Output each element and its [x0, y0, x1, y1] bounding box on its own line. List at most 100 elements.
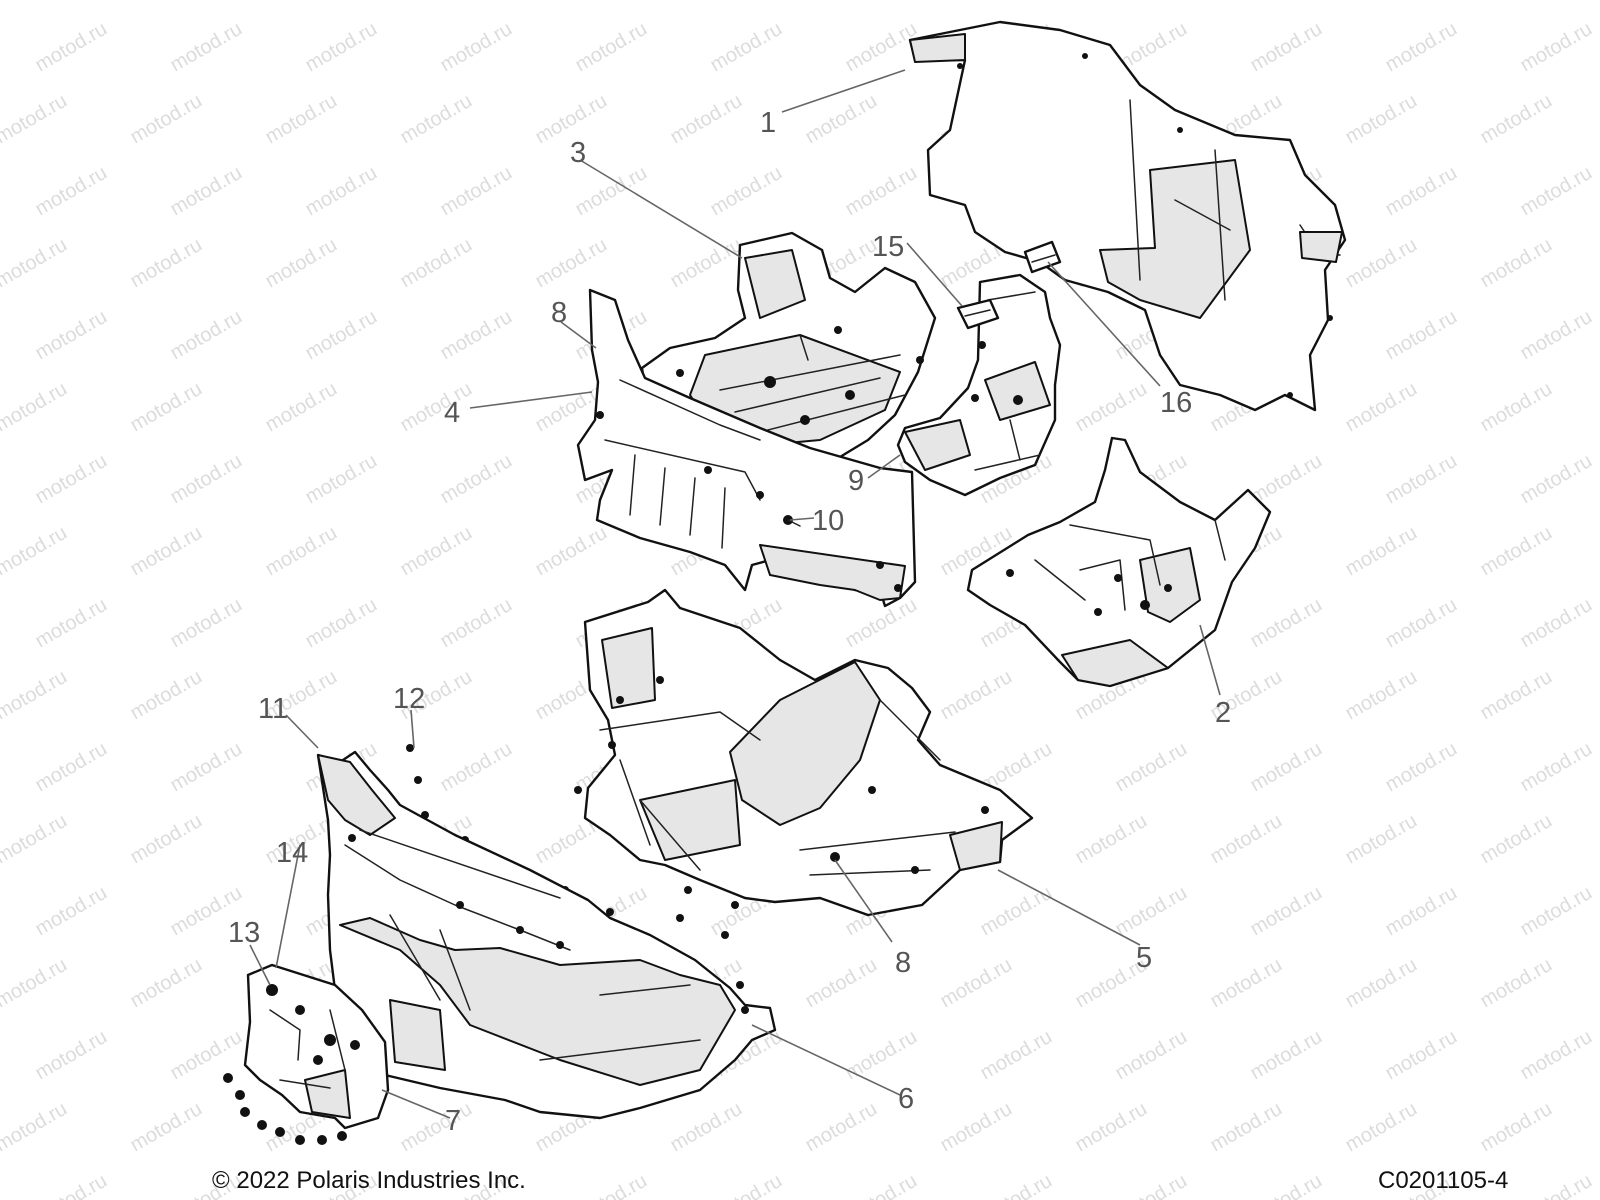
watermark-text: motod.ru [302, 306, 381, 365]
watermark-text: motod.ru [1247, 594, 1326, 653]
watermark-text: motod.ru [842, 1170, 921, 1200]
watermark-text: motod.ru [32, 882, 111, 941]
callout-12: 12 [393, 683, 425, 715]
watermark-text: motod.ru [707, 162, 786, 221]
watermark-text: motod.ru [1477, 954, 1556, 1013]
watermark-text: motod.ru [32, 1170, 111, 1200]
watermark-text: motod.ru [1342, 90, 1421, 149]
callout-11: 11 [258, 693, 288, 725]
watermark-text: motod.ru [842, 594, 921, 653]
watermark-text: motod.ru [937, 0, 1016, 4]
part-9-console-cover [896, 273, 1062, 497]
watermark-text: motod.ru [1207, 1098, 1286, 1157]
watermark-text: motod.ru [262, 90, 341, 149]
watermark-text: motod.ru [1517, 594, 1596, 653]
watermark-text: motod.ru [1517, 1170, 1596, 1200]
watermark-text: motod.ru [397, 378, 476, 437]
watermark-text: motod.ru [127, 1098, 206, 1157]
watermark-text: motod.ru [127, 810, 206, 869]
watermark-text: motod.ru [437, 306, 516, 365]
watermark-text: motod.ru [1207, 0, 1286, 4]
watermark-text: motod.ru [1342, 666, 1421, 725]
watermark-text: motod.ru [397, 90, 476, 149]
watermark-text: motod.ru [0, 0, 71, 4]
watermark-text: motod.ru [1382, 450, 1461, 509]
watermark-text: motod.ru [32, 738, 111, 797]
watermark-text: motod.ru [1382, 738, 1461, 797]
watermark-text: motod.ru [0, 90, 71, 149]
watermark-text: motod.ru [937, 666, 1016, 725]
callout-9: 9 [848, 465, 864, 497]
watermark-text: motod.ru [532, 0, 611, 4]
watermark-text: motod.ru [1247, 882, 1326, 941]
watermark-text: motod.ru [572, 1170, 651, 1200]
watermark-text: motod.ru [0, 234, 71, 293]
watermark-text: motod.ru [167, 1026, 246, 1085]
part-6-front-tub [316, 750, 777, 1120]
watermark-text: motod.ru [302, 594, 381, 653]
watermark-text: motod.ru [1342, 954, 1421, 1013]
watermark-text: motod.ru [1342, 234, 1421, 293]
watermark-text: motod.ru [1342, 378, 1421, 437]
watermark-text: motod.ru [1112, 1026, 1191, 1085]
watermark-text: motod.ru [127, 378, 206, 437]
callout-8-lower: 8 [895, 947, 911, 979]
watermark-text: motod.ru [127, 90, 206, 149]
watermark-text: motod.ru [127, 234, 206, 293]
watermark-text: motod.ru [802, 90, 881, 149]
watermark-text: motod.ru [667, 0, 746, 4]
watermark-text: motod.ru [397, 234, 476, 293]
part-10-fastener [783, 515, 801, 527]
watermark-text: motod.ru [1382, 18, 1461, 77]
watermark-text: motod.ru [1517, 18, 1596, 77]
callout-15: 15 [872, 231, 904, 263]
watermark-text: motod.ru [302, 18, 381, 77]
callout-13: 13 [228, 917, 260, 949]
watermark-text: motod.ru [437, 450, 516, 509]
watermark-text: motod.ru [1477, 378, 1556, 437]
part-7-plate [243, 963, 390, 1130]
watermark-text: motod.ru [32, 18, 111, 77]
callout-1: 1 [760, 107, 776, 139]
watermark-text: motod.ru [1382, 882, 1461, 941]
watermark-text: motod.ru [32, 306, 111, 365]
watermark-text: motod.ru [167, 18, 246, 77]
watermark-text: motod.ru [0, 666, 71, 725]
watermark-text: motod.ru [127, 666, 206, 725]
callout-7: 7 [445, 1105, 461, 1137]
watermark-text: motod.ru [977, 1026, 1056, 1085]
watermark-text: motod.ru [437, 162, 516, 221]
watermark-text: motod.ru [1112, 882, 1191, 941]
watermark-text: motod.ru [262, 0, 341, 4]
watermark-text: motod.ru [1477, 0, 1556, 4]
watermark-text: motod.ru [397, 0, 476, 4]
watermark-text: motod.ru [0, 1098, 71, 1157]
watermark-text: motod.ru [1517, 882, 1596, 941]
watermark-text: motod.ru [302, 450, 381, 509]
callout-8-upper: 8 [551, 297, 567, 329]
watermark-text: motod.ru [1342, 1098, 1421, 1157]
leader-lines [249, 69, 1221, 1119]
watermark-text: motod.ru [32, 1026, 111, 1085]
watermark-text: motod.ru [127, 954, 206, 1013]
watermark-text: motod.ru [572, 18, 651, 77]
watermark-text: motod.ru [0, 378, 71, 437]
watermark-text: motod.ru [937, 954, 1016, 1013]
watermark-text: motod.ru [1247, 738, 1326, 797]
watermark-text: motod.ru [572, 162, 651, 221]
watermark-text: motod.ru [937, 1098, 1016, 1157]
watermark-text: motod.ru [707, 1170, 786, 1200]
watermark-text: motod.ru [1207, 954, 1286, 1013]
watermark-text: motod.ru [1477, 1098, 1556, 1157]
watermark-text: motod.ru [707, 18, 786, 77]
figure-code: C0201105-4 [1378, 1167, 1508, 1194]
watermark-text: motod.ru [262, 378, 341, 437]
watermark-text: motod.ru [802, 1098, 881, 1157]
watermark-text: motod.ru [127, 522, 206, 581]
watermark-text: motod.ru [1247, 1170, 1326, 1200]
watermark-text: motod.ru [1517, 1026, 1596, 1085]
watermark-text: motod.ru [1477, 810, 1556, 869]
watermark-text: motod.ru [32, 450, 111, 509]
